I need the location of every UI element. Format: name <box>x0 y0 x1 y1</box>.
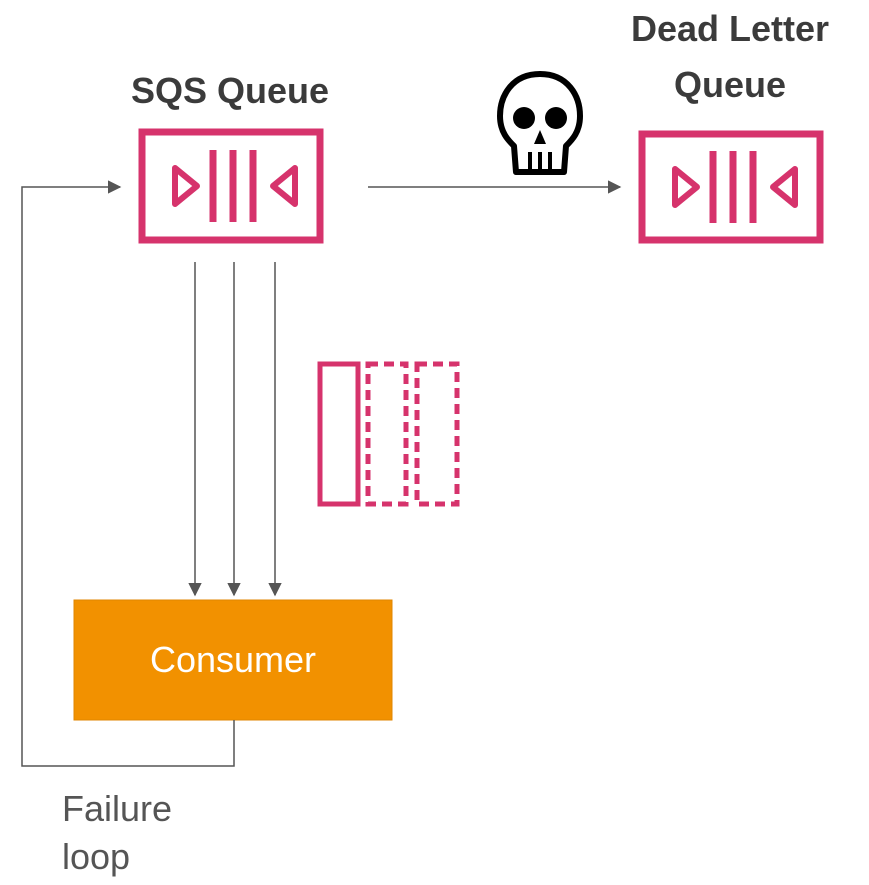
sqs-queue-icon <box>138 128 324 244</box>
skull-icon <box>497 71 583 175</box>
failure-loop-line <box>21 180 235 767</box>
dead-letter-queue-icon <box>638 130 824 244</box>
dead-letter-queue-title-line2: Queue <box>673 64 787 105</box>
consumer-box <box>73 599 393 721</box>
message-stack-icon <box>317 361 460 507</box>
sqs-queue-title: SQS Queue <box>130 70 330 111</box>
failure-loop-label-line1: Failure <box>62 788 173 829</box>
dead-letter-queue-title-line1: Dead Letter <box>630 8 830 49</box>
failure-loop-label-line2: loop <box>62 836 131 877</box>
